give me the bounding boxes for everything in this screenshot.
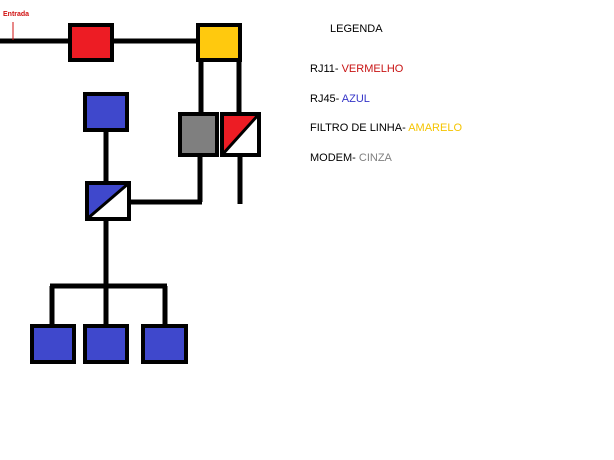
connection-lines bbox=[0, 38, 243, 327]
legend-item-color-name: CINZA bbox=[358, 152, 392, 164]
rj45-switch-box bbox=[85, 181, 131, 221]
legend-item-color-name: AMARELO bbox=[408, 122, 462, 134]
modem-box bbox=[178, 112, 219, 157]
legend-item-prefix: MODEM- bbox=[310, 152, 359, 164]
rj11-split-box bbox=[220, 112, 261, 157]
entrada-label: Entrada bbox=[3, 11, 30, 18]
rj45-box-bottom-right bbox=[141, 324, 188, 364]
rj45-box-top bbox=[83, 92, 129, 132]
legend-item-modem: MODEM- CINZA bbox=[310, 152, 392, 164]
legend-item-prefix: RJ45- bbox=[310, 93, 342, 105]
legend-title: LEGENDA bbox=[330, 23, 383, 35]
legend-item-rj45: RJ45- AZUL bbox=[310, 93, 370, 105]
rj45-box-bottom-left bbox=[30, 324, 76, 364]
filter-box bbox=[196, 23, 242, 62]
legend-item-rj11: RJ11- VERMELHO bbox=[310, 63, 403, 75]
legend-item-prefix: RJ11- bbox=[310, 63, 342, 75]
legend-item-color-name: AZUL bbox=[341, 93, 370, 105]
legend-item-filter: FILTRO DE LINHA- AMARELO bbox=[310, 122, 462, 134]
legend-item-color-name: VERMELHO bbox=[341, 63, 404, 75]
legend-item-prefix: FILTRO DE LINHA- bbox=[310, 122, 409, 134]
rj11-box bbox=[68, 23, 114, 62]
rj45-box-bottom-mid bbox=[83, 324, 129, 364]
